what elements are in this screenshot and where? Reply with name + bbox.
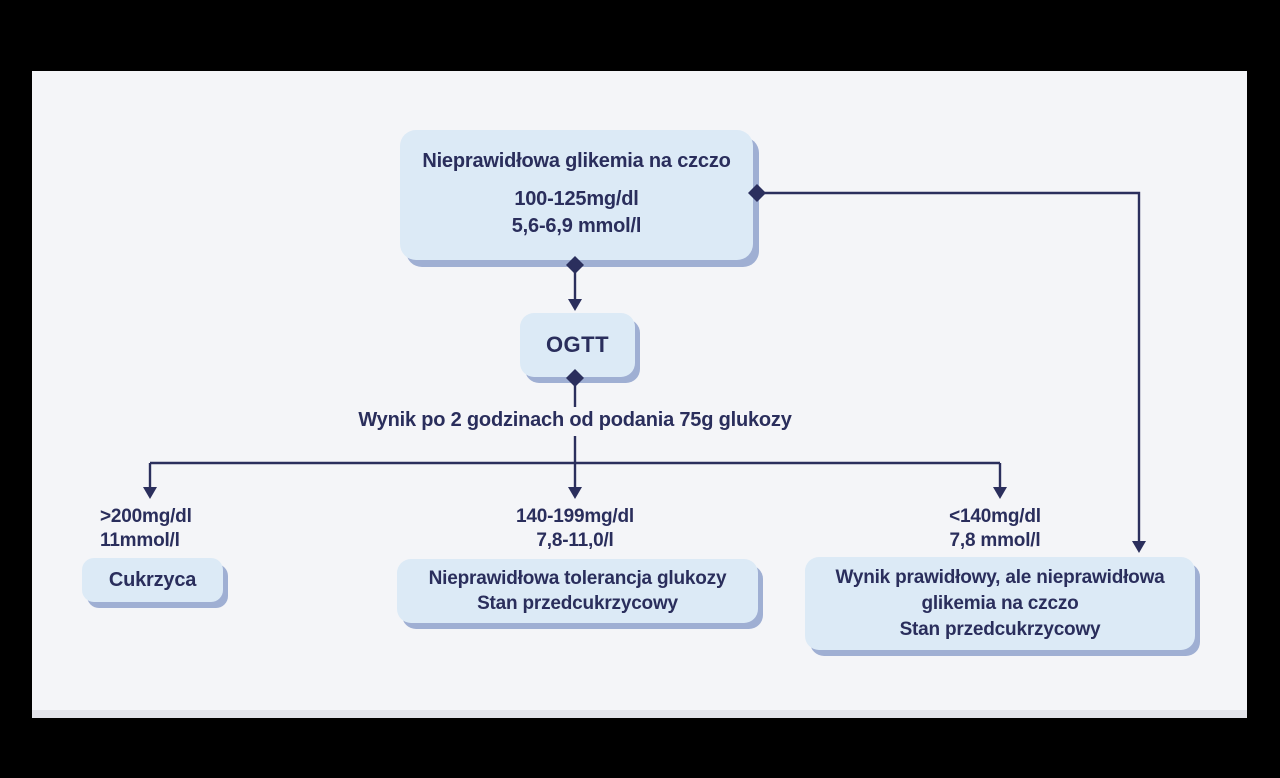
node-line: glikemia na czczo — [921, 592, 1079, 614]
threshold-diabetes: >200mg/dl 11mmol/l — [100, 505, 192, 553]
threshold-normal-result: <140mg/dl 7,8 mmol/l — [895, 505, 1095, 553]
node-diabetes: Cukrzyca — [82, 558, 223, 602]
node-ogtt: OGTT — [520, 313, 635, 377]
node-impaired-fasting-glycemia: Nieprawidłowa glikemia na czczo 100-125m… — [400, 130, 753, 260]
node-line: Nieprawidłowa tolerancja glukozy — [428, 568, 727, 589]
node-label: Cukrzyca — [108, 568, 197, 591]
threshold-line-mmoll: 7,8-11,0/l — [536, 530, 614, 551]
threshold-line-mmoll: 11mmol/l — [100, 530, 180, 551]
node-line: Stan przedcukrzycowy — [899, 618, 1101, 640]
question-label: Wynik po 2 godzinach od podania 75g gluk… — [275, 407, 875, 436]
node-range-mmoll: 5,6-6,9 mmol/l — [511, 215, 642, 237]
node-normal-but-impaired-fasting: Wynik prawidłowy, ale nieprawidłowa glik… — [805, 557, 1195, 650]
node-range-mgdl: 100-125mg/dl — [514, 188, 639, 210]
threshold-line-mgdl: >200mg/dl — [100, 506, 192, 527]
threshold-line-mgdl: 140-199mg/dl — [516, 506, 634, 527]
threshold-impaired-tolerance: 140-199mg/dl 7,8-11,0/l — [475, 505, 675, 553]
node-title: Nieprawidłowa glikemia na czczo — [422, 150, 731, 172]
node-label: OGTT — [545, 332, 610, 357]
threshold-line-mgdl: <140mg/dl — [949, 506, 1041, 527]
node-line: Stan przedcukrzycowy — [477, 593, 678, 614]
node-line: Wynik prawidłowy, ale nieprawidłowa — [835, 566, 1165, 588]
threshold-line-mmoll: 7,8 mmol/l — [949, 530, 1041, 551]
node-impaired-glucose-tolerance: Nieprawidłowa tolerancja glukozy Stan pr… — [397, 559, 758, 623]
